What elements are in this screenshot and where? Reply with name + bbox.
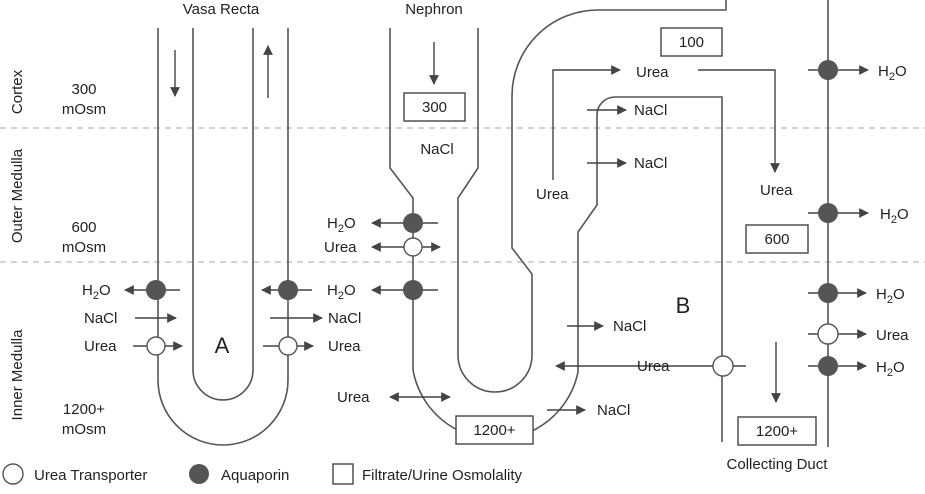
osm-outer-value: 600	[71, 219, 96, 236]
cd-h2o-label-2: H2O	[880, 206, 909, 226]
dl-h2o-label-1: H2O	[327, 215, 356, 235]
cd-aquaporin-1	[818, 60, 838, 80]
dl-urea-label: Urea	[324, 239, 357, 256]
label-a: A	[215, 333, 230, 358]
cd-aquaporin-3	[818, 283, 838, 303]
loop-inner-wall	[457, 0, 727, 393]
box-loop-top	[660, 27, 723, 57]
vasa-recta-outer	[157, 28, 289, 446]
vr-left-aquaporin	[146, 280, 166, 300]
legend-aquaporin-label: Aquaporin	[221, 467, 289, 484]
zone-label-cortex: Cortex	[9, 69, 26, 114]
vr-right-urea-label: Urea	[328, 338, 361, 355]
vasa-recta-inner	[192, 28, 254, 401]
vr-left-h2o-label: H2O	[82, 282, 111, 302]
title-nephron: Nephron	[405, 1, 463, 18]
legend-osmolality-icon	[332, 463, 354, 485]
recycle-urea-arrow-left	[552, 65, 621, 180]
osm-cortex-value: 300	[71, 81, 96, 98]
dl-aquaporin-2	[403, 280, 423, 300]
cd-h2o-label-3: H2O	[876, 286, 905, 306]
cd-urea-transporter	[817, 323, 839, 345]
loop-bottom-nacl-label: NaCl	[597, 402, 630, 419]
box-duct-mid-value: 600	[764, 231, 789, 248]
dl-aquaporin-1	[403, 213, 423, 233]
vr-right-h2o-label: H2O	[327, 282, 356, 302]
cd-aquaporin-4	[818, 356, 838, 376]
cd-h2o-label-4: H2O	[876, 359, 905, 379]
label-b: B	[676, 293, 691, 318]
zone-label-outer-medulla: Outer Medulla	[9, 148, 26, 243]
loop-outer-wall	[389, 28, 723, 442]
legend-aquaporin-icon	[189, 464, 209, 484]
dl-urea-transporter	[403, 237, 423, 257]
al-nacl-label-inner: NaCl	[613, 318, 646, 335]
al-nacl-label-thick-1: NaCl	[634, 155, 667, 172]
box-duct-mid	[745, 224, 809, 254]
recycle-urea-arrow-right	[698, 69, 780, 173]
vr-right-nacl-label: NaCl	[328, 310, 361, 327]
recycle-urea-label-left: Urea	[536, 186, 569, 203]
vr-left-urea-label: Urea	[84, 338, 117, 355]
cd-h2o-label-1: H2O	[878, 63, 907, 83]
title-vasa-recta: Vasa Recta	[183, 1, 260, 18]
box-nephron-top-value: 300	[422, 99, 447, 116]
osm-inner-value: 1200+	[63, 401, 105, 418]
duct-urea-transporter-left	[712, 355, 734, 377]
legend-urea-transporter-icon	[2, 463, 24, 485]
zone-label-inner-medulla: Inner Medulla	[9, 329, 26, 421]
box-loop-bottom-value: 1200+	[473, 422, 515, 439]
duct-urea-out-label: Urea	[637, 358, 670, 375]
box-duct-bottom-value: 1200+	[756, 423, 798, 440]
loop-bottom-urea-label: Urea	[337, 389, 370, 406]
box-loop-bottom	[455, 415, 534, 445]
osm-outer-unit: mOsm	[62, 239, 106, 256]
legend-osmolality-label: Filtrate/Urine Osmolality	[362, 467, 523, 484]
box-loop-top-value: 100	[679, 34, 704, 51]
box-nephron-top	[403, 92, 466, 122]
osm-cortex-unit: mOsm	[62, 101, 106, 118]
vr-left-nacl-label: NaCl	[84, 310, 117, 327]
title-collecting-duct: Collecting Duct	[727, 456, 829, 473]
cd-urea-label: Urea	[876, 327, 909, 344]
vr-right-aquaporin	[278, 280, 298, 300]
osm-inner-unit: mOsm	[62, 421, 106, 438]
nephron-nacl-label: NaCl	[420, 141, 453, 158]
vr-right-urea-transporter	[278, 336, 298, 356]
vr-left-urea-transporter	[146, 336, 166, 356]
recycle-urea-label-top: Urea	[636, 64, 669, 81]
legend: Urea Transporter Aquaporin Filtrate/Urin…	[2, 463, 523, 485]
recycle-urea-label-right: Urea	[760, 182, 793, 199]
legend-urea-transporter-label: Urea Transporter	[34, 467, 147, 484]
cd-aquaporin-2	[818, 203, 838, 223]
box-duct-bottom	[737, 416, 817, 446]
al-nacl-label-thick-2: NaCl	[634, 102, 667, 119]
